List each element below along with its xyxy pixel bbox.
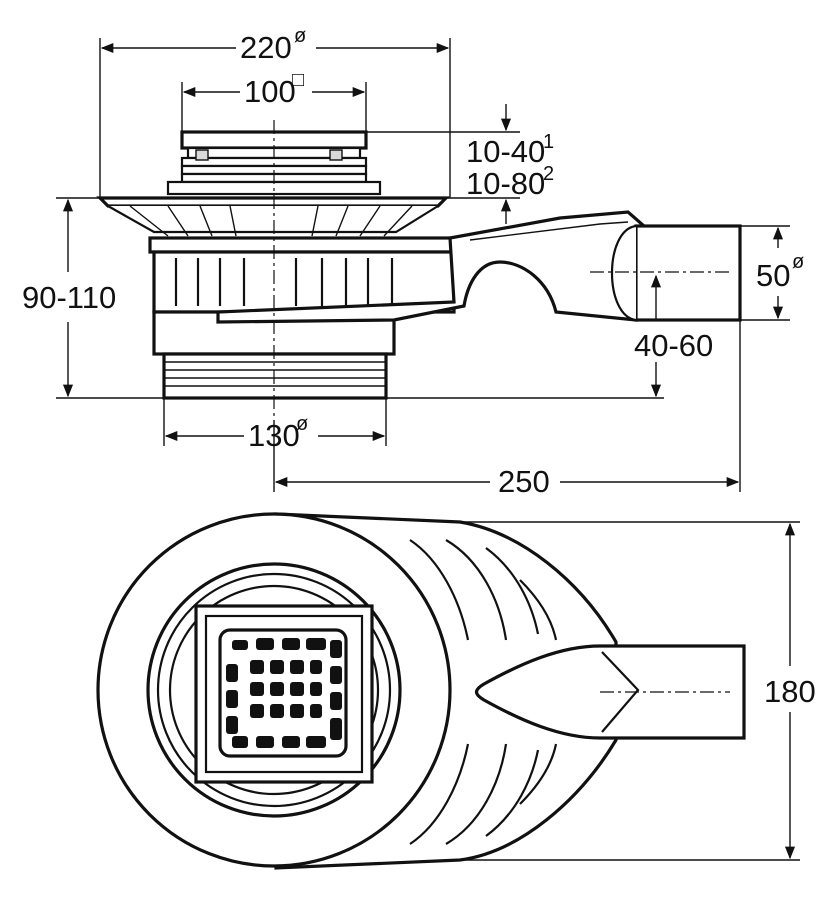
dim-90-110-label: 90-110 — [22, 280, 116, 315]
dim-10-40-label: 10-40 — [466, 134, 545, 169]
housing-ribs — [409, 539, 558, 845]
dim-100-label: 100 — [244, 74, 296, 109]
dim-40-60-label: 40-60 — [634, 328, 713, 363]
dim-10-40-sup: 1 — [543, 131, 554, 153]
dim-130-symbol: ø — [296, 413, 308, 435]
dim-180-label: 180 — [764, 674, 816, 709]
top-view: 180 — [96, 512, 816, 870]
dim-220-symbol: ø — [294, 25, 306, 47]
dim-50-symbol: ø — [792, 251, 804, 273]
outlet-arm — [216, 210, 742, 324]
dim-50-label: 50 — [756, 258, 790, 293]
square-grate — [194, 604, 374, 784]
flange-plate — [96, 196, 450, 237]
side-view: 220 ø 100 □ 10-40 1 10-80 2 90-110 50 ø — [22, 25, 804, 499]
dim-10-80-sup: 2 — [543, 163, 554, 185]
dim-220-label: 220 — [240, 30, 292, 65]
dim-10-80-label: 10-80 — [466, 166, 545, 201]
dim-100-symbol: □ — [292, 69, 304, 91]
dim-250-label: 250 — [498, 464, 550, 499]
